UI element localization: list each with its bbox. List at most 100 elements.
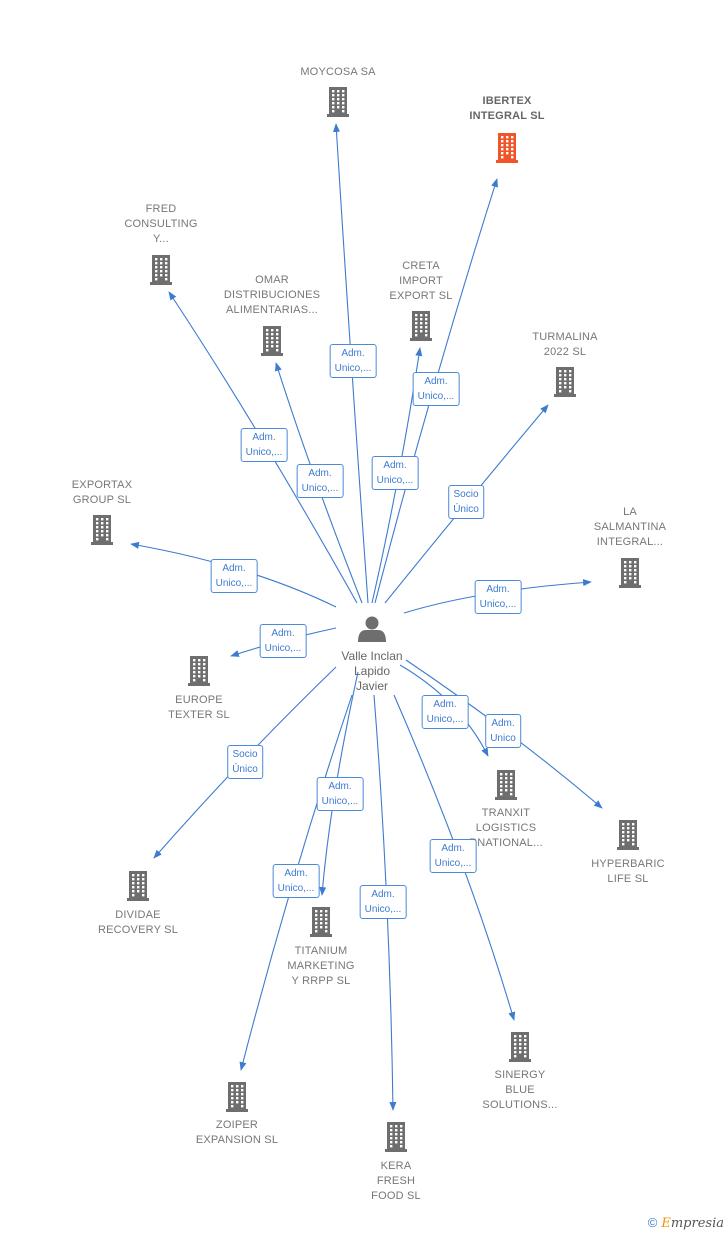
edge-label-line: Adm. bbox=[383, 460, 407, 471]
edge-label-exportax[interactable]: Adm.Unico,... bbox=[210, 559, 258, 593]
company-label-line: EXPORTAX bbox=[71, 479, 133, 491]
edge-label-line: Unico,... bbox=[364, 904, 402, 915]
building-icon-turmalina[interactable] bbox=[554, 367, 576, 397]
person-name-line: Javier bbox=[355, 679, 388, 693]
company-label-line: TITANIUM bbox=[294, 945, 348, 957]
edge-label-zoiper[interactable]: Adm. Unico,... bbox=[272, 864, 320, 898]
company-label-line: LIFE SL bbox=[607, 873, 649, 885]
company-label-line: FOOD SL bbox=[371, 1190, 421, 1202]
company-label-moycosa[interactable]: MOYCOSA SA bbox=[300, 65, 375, 80]
edge-label-line: Adm. bbox=[308, 468, 332, 479]
company-label-line: INTEGRAL SL bbox=[469, 110, 545, 122]
edge-label-line: Unico,... bbox=[301, 483, 339, 494]
edge-label-hyperbaric[interactable]: Adm.Unico bbox=[485, 714, 521, 748]
building-icon-dividae[interactable] bbox=[127, 871, 149, 901]
edge-label-line: Unico,... bbox=[426, 714, 464, 725]
building-icon-fred[interactable] bbox=[150, 255, 172, 285]
edge-label-sinergy[interactable]: Adm. Unico,... bbox=[429, 839, 477, 873]
edge-label-line: Unico,... bbox=[215, 578, 253, 589]
copyright-symbol: © bbox=[647, 1215, 658, 1230]
watermark: ©Empresia bbox=[648, 1215, 724, 1231]
company-label-line: MARKETING bbox=[287, 960, 355, 972]
company-label-line: IMPORT bbox=[399, 275, 443, 287]
company-label-line: TURMALINA bbox=[532, 331, 598, 343]
building-icon-moycosa[interactable] bbox=[327, 87, 349, 117]
company-label-line: LOGISTICS bbox=[475, 822, 537, 834]
edge-label-line: Adm. bbox=[252, 432, 276, 443]
person-name-line: Lapido bbox=[353, 664, 391, 678]
company-label-line: TRANXIT bbox=[481, 807, 531, 819]
company-label-line: INTEGRAL... bbox=[596, 536, 664, 548]
edge-label-titanium[interactable]: Adm.Unico,... bbox=[316, 777, 364, 811]
building-icon-zoiper[interactable] bbox=[226, 1082, 248, 1112]
edge-label-line: Unico,... bbox=[417, 391, 455, 402]
edge-label-line: Adm. bbox=[341, 348, 365, 359]
company-label-kera[interactable]: KERA FRESH FOOD SL bbox=[371, 1159, 421, 1204]
edge-label-line: Adm. bbox=[424, 376, 448, 387]
company-label-tranxit[interactable]: TRANXIT LOGISTICS RNATIONAL... bbox=[469, 806, 543, 851]
building-icon-ibertex[interactable] bbox=[496, 133, 518, 163]
building-icon-creta[interactable] bbox=[410, 311, 432, 341]
building-icon-omar[interactable] bbox=[261, 326, 283, 356]
edge-label-fred[interactable]: Adm.Unico,... bbox=[240, 428, 288, 462]
building-icon-kera[interactable] bbox=[385, 1122, 407, 1152]
company-label-line: Y... bbox=[153, 233, 169, 245]
company-label-line: IBERTEX bbox=[482, 95, 532, 107]
company-label-line: 2022 SL bbox=[543, 346, 587, 358]
building-icon-titanium[interactable] bbox=[310, 907, 332, 937]
building-icon-salmantina[interactable] bbox=[619, 558, 641, 588]
edge-label-line: Socio bbox=[232, 749, 258, 760]
building-icon-hyperbaric[interactable] bbox=[617, 820, 639, 850]
edge-label-line: Unico,... bbox=[434, 858, 472, 869]
edge-label-line: Socio bbox=[453, 489, 479, 500]
company-label-line: LA bbox=[623, 506, 637, 518]
edge-label-line: Unico,... bbox=[376, 475, 414, 486]
building-icon-sinergy[interactable] bbox=[509, 1032, 531, 1062]
edge-label-line: Adm. bbox=[433, 699, 457, 710]
edge-label-line: Adm. bbox=[284, 868, 308, 879]
company-label-line: RNATIONAL... bbox=[469, 837, 543, 849]
edge-label-line: Adm. bbox=[328, 781, 352, 792]
edge-label-line: Unico,... bbox=[277, 883, 315, 894]
company-label-line: TEXTER SL bbox=[168, 709, 230, 721]
building-icon-exportax[interactable] bbox=[91, 515, 113, 545]
company-label-line: SINERGY bbox=[494, 1069, 546, 1081]
edge-label-europe[interactable]: Adm.Unico,... bbox=[259, 624, 307, 658]
edge-label-line: Adm. bbox=[486, 584, 510, 595]
edge-label-kera[interactable]: Adm.Unico,... bbox=[359, 885, 407, 919]
company-label-line: KERA bbox=[380, 1160, 412, 1172]
company-label-line: FRESH bbox=[376, 1175, 416, 1187]
edge-label-ibertex[interactable]: Adm. Unico,... bbox=[412, 372, 460, 406]
edge-label-moycosa[interactable]: Adm.Unico,... bbox=[329, 344, 377, 378]
building-icon-tranxit[interactable] bbox=[495, 770, 517, 800]
edge-label-creta[interactable]: Adm. Unico,... bbox=[371, 456, 419, 490]
edge-label-line: Adm. bbox=[491, 718, 515, 729]
company-label-turmalina[interactable]: TURMALINA 2022 SL bbox=[532, 330, 597, 360]
company-label-line: ALIMENTARIAS... bbox=[225, 304, 319, 316]
building-icon-europe[interactable] bbox=[188, 656, 210, 686]
company-label-line: CONSULTING bbox=[124, 218, 198, 230]
person-icon[interactable] bbox=[358, 616, 386, 643]
edge-label-omar[interactable]: Adm. Unico,... bbox=[296, 464, 344, 498]
edge-label-line: Adm. bbox=[441, 843, 465, 854]
edge-label-salmantina[interactable]: Adm.Unico,... bbox=[474, 580, 522, 614]
edge-label-tranxit[interactable]: Adm. Unico,... bbox=[421, 695, 469, 729]
edge-label-line: Único bbox=[232, 764, 258, 775]
company-label-line: RECOVERY SL bbox=[97, 924, 179, 936]
company-label-ibertex[interactable]: IBERTEX INTEGRAL SL bbox=[469, 94, 544, 124]
